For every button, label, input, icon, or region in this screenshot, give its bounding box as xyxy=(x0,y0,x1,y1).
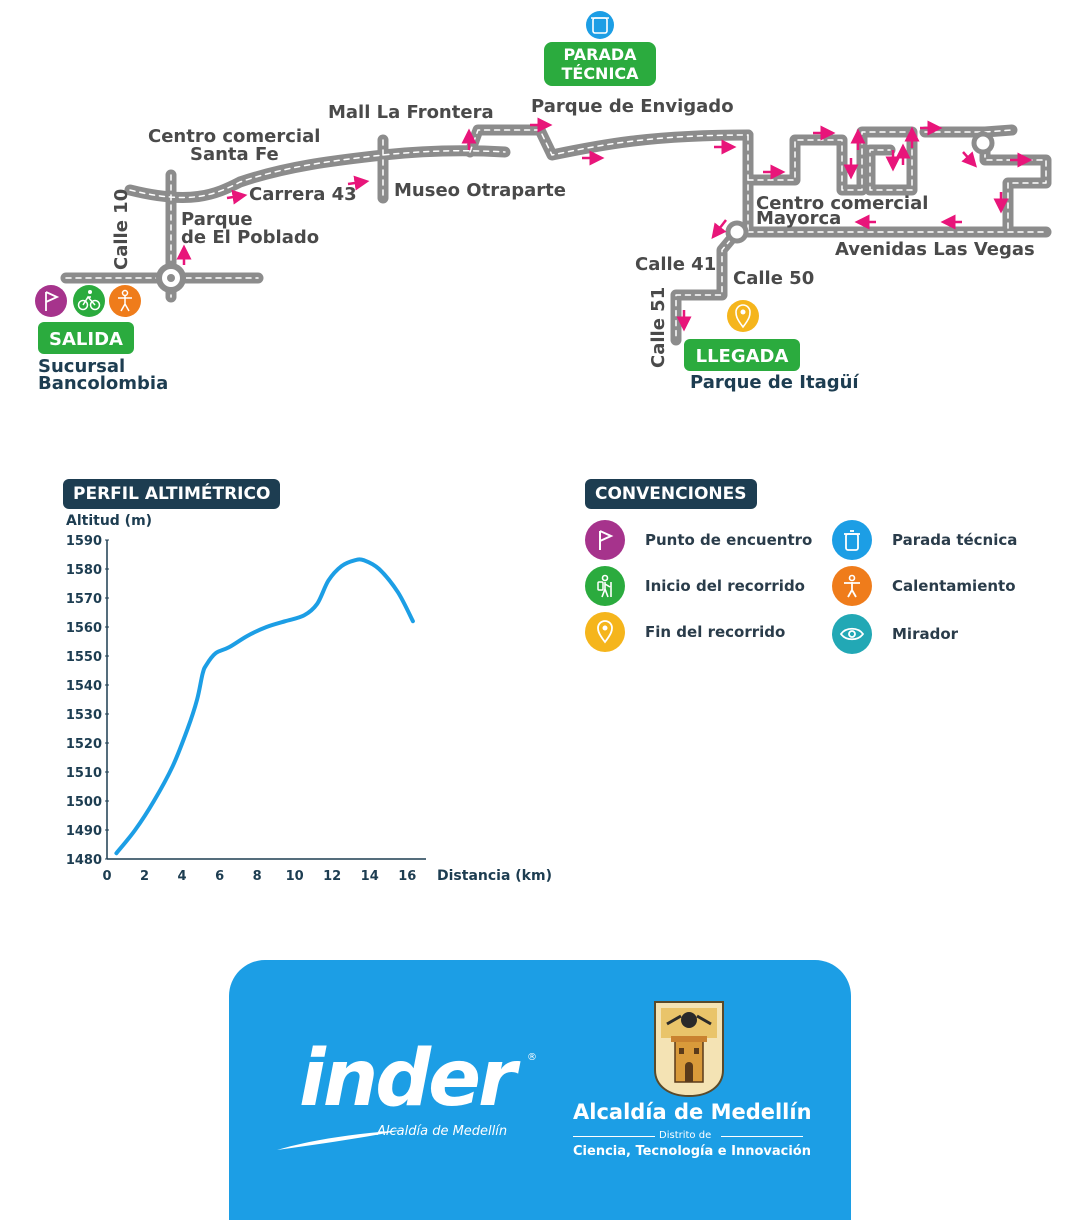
y-tick-label: 1500 xyxy=(66,795,102,810)
hiker-icon xyxy=(585,566,625,606)
label-calle-50: Calle 50 xyxy=(733,268,814,289)
legend-item-parada: Parada técnica xyxy=(832,520,1017,560)
inder-logo: inder xyxy=(299,1034,516,1124)
legend-label: Parada técnica xyxy=(892,531,1018,549)
salida-marker: SALIDA xyxy=(35,285,141,354)
label-santa-fe: Santa Fe xyxy=(190,144,279,165)
stretching-icon xyxy=(109,285,141,317)
label-calle-10: Calle 10 xyxy=(111,189,132,270)
x-axis-ticks: 0 2 4 6 8 10 12 14 16 xyxy=(102,869,416,884)
badge-parada-1: PARADA xyxy=(563,45,637,64)
eye-icon xyxy=(832,614,872,654)
legend-item-punto-encuentro: Punto de encuentro xyxy=(585,520,812,560)
roads xyxy=(60,124,1052,346)
stretching-icon xyxy=(832,566,872,606)
x-tick-label: 0 xyxy=(102,869,111,884)
trash-can-icon xyxy=(832,520,872,560)
y-tick-label: 1550 xyxy=(66,650,102,665)
x-tick-label: 14 xyxy=(361,869,379,884)
x-tick-label: 10 xyxy=(286,869,304,884)
x-tick-label: 8 xyxy=(253,869,262,884)
label-museo-otraparte: Museo Otraparte xyxy=(394,180,566,201)
x-tick-label: 6 xyxy=(215,869,224,884)
divider-left xyxy=(573,1136,655,1137)
legend-label: Fin del recorrido xyxy=(645,623,786,641)
y-tick-label: 1570 xyxy=(66,592,102,607)
badge-salida: SALIDA xyxy=(49,329,123,350)
label-calle-41: Calle 41 xyxy=(635,254,716,275)
badge-llegada: LLEGADA xyxy=(696,346,789,367)
y-tick-label: 1480 xyxy=(66,853,102,868)
divider-right xyxy=(721,1136,803,1137)
y-axis-label: Altitud (m) xyxy=(66,513,152,529)
label-sucursal-2: Bancolombia xyxy=(38,373,168,394)
y-tick-label: 1560 xyxy=(66,621,102,636)
altitude-profile-chart: Altitud (m) 1480149015001510152015301540… xyxy=(66,513,552,884)
y-tick-label: 1590 xyxy=(66,534,102,549)
label-parque-itagui: Parque de Itagüí xyxy=(690,372,859,393)
label-mall-frontera: Mall La Frontera xyxy=(328,102,494,123)
y-tick-label: 1490 xyxy=(66,824,102,839)
legend-item-inicio: Inicio del recorrido xyxy=(585,566,805,606)
y-tick-label: 1520 xyxy=(66,737,102,752)
legend-item-fin: Fin del recorrido xyxy=(585,612,785,652)
alcaldia-title: Alcaldía de Medellín xyxy=(573,1100,812,1124)
inder-swoosh xyxy=(277,1130,403,1150)
y-tick-label: 1510 xyxy=(66,766,102,781)
alcaldia-ciencia: Ciencia, Tecnología e Innovación xyxy=(573,1144,811,1159)
label-calle-51: Calle 51 xyxy=(648,287,669,368)
x-tick-label: 2 xyxy=(140,869,149,884)
llegada-marker: LLEGADA xyxy=(684,300,800,371)
label-avenidas-las-vegas: Avenidas Las Vegas xyxy=(835,239,1035,260)
label-parque-envigado: Parque de Envigado xyxy=(531,96,734,117)
direction-arrows xyxy=(176,117,1033,332)
x-tick-label: 4 xyxy=(178,869,187,884)
medellin-coat-of-arms xyxy=(654,1001,724,1098)
y-tick-label: 1540 xyxy=(66,679,102,694)
pin-icon xyxy=(727,300,759,332)
label-parque-poblado-2: de El Poblado xyxy=(181,227,319,248)
y-axis-ticks: 1480 1490 1500 1510 1520 1530 1540 1550 1560 1570… xyxy=(66,534,109,868)
parada-tecnica-marker: PARADA TÉCNICA xyxy=(544,11,656,86)
altitude-line xyxy=(114,557,415,856)
label-cc-mayorca-1: Centro comercial xyxy=(756,193,928,214)
legend-title: CONVENCIONES xyxy=(585,479,757,509)
y-tick-label: 1580 xyxy=(66,563,102,578)
label-cc-santa-fe: Centro comercial xyxy=(148,126,320,147)
flag-icon xyxy=(585,520,625,560)
x-tick-label: 16 xyxy=(398,869,416,884)
label-parque-poblado-1: Parque xyxy=(181,209,253,230)
label-cc-mayorca-2: Mayorca xyxy=(756,208,841,229)
legend-label: Inicio del recorrido xyxy=(645,577,805,595)
pin-icon xyxy=(585,612,625,652)
legend-label: Mirador xyxy=(892,625,959,643)
y-tick-label: 1530 xyxy=(66,708,102,723)
alcaldia-distrito: Distrito de xyxy=(659,1130,712,1141)
legend-label: Calentamiento xyxy=(892,577,1016,595)
registered-mark: ® xyxy=(527,1052,537,1063)
x-axis-label: Distancia (km) xyxy=(437,868,552,884)
footer-banner: inder ® Alcaldía de Medellín Alcaldía de… xyxy=(229,960,851,1220)
bicycle-icon xyxy=(73,285,105,317)
legend-item-calentamiento: Calentamiento xyxy=(832,566,1016,606)
inder-subtitle: Alcaldía de Medellín xyxy=(377,1124,508,1139)
x-tick-label: 12 xyxy=(323,869,341,884)
badge-parada-2: TÉCNICA xyxy=(561,64,639,83)
legend-item-mirador: Mirador xyxy=(832,614,958,654)
route-map: Centro comercial Santa Fe Mall La Fronte… xyxy=(35,11,1052,394)
flag-icon xyxy=(35,285,67,317)
label-carrera-43: Carrera 43 xyxy=(249,184,357,205)
label-sucursal-1: Sucursal xyxy=(38,356,125,377)
profile-title: PERFIL ALTIMÉTRICO xyxy=(63,479,281,509)
legend-label: Punto de encuentro xyxy=(645,531,813,549)
